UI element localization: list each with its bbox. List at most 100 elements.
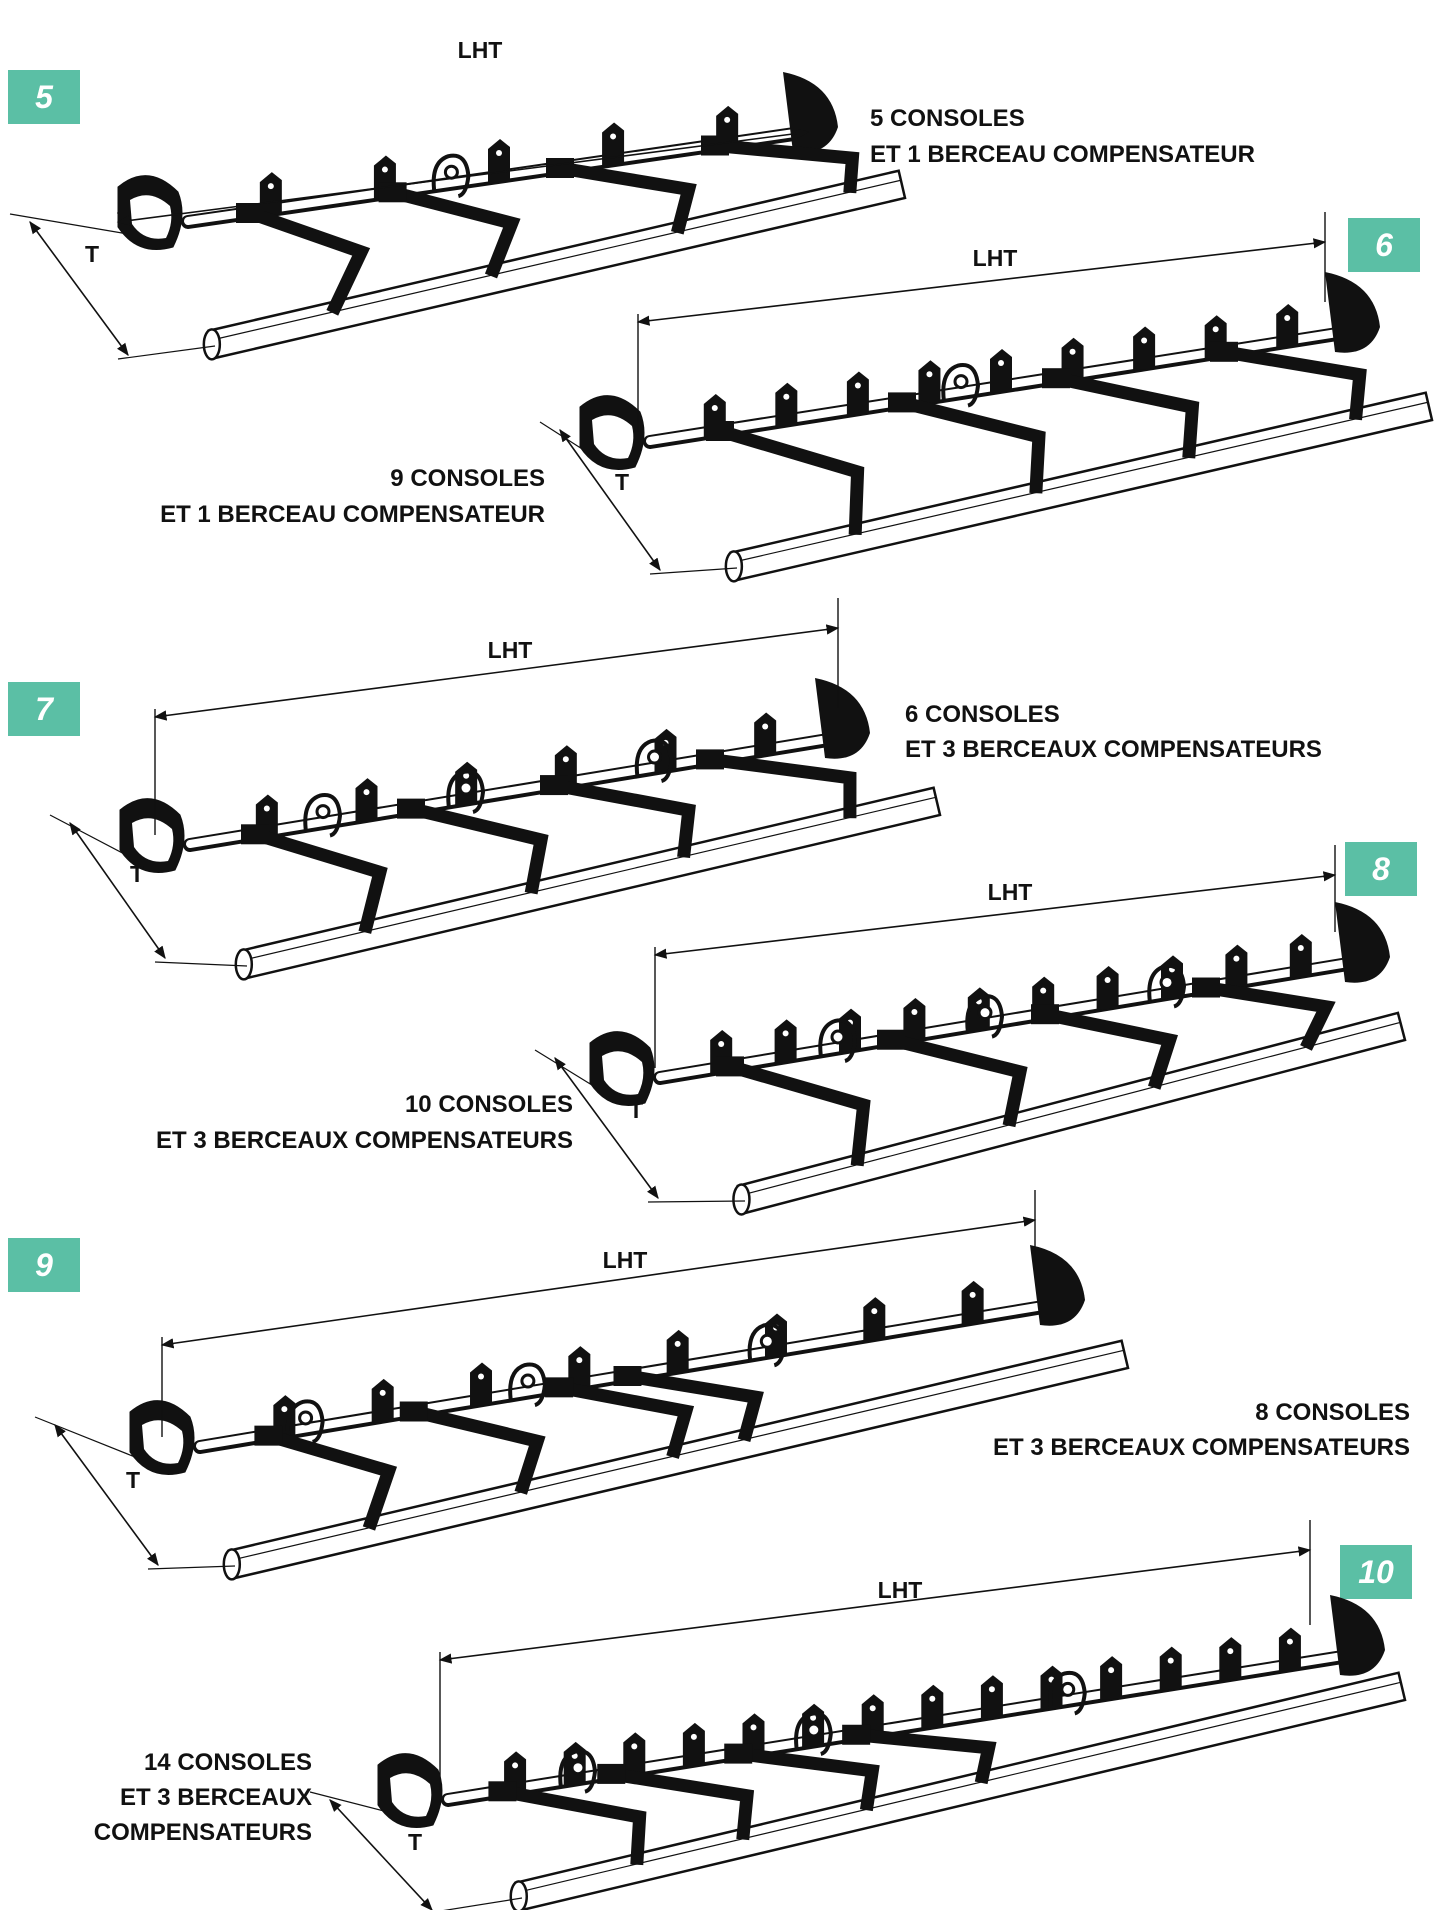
console-bolt: [512, 1762, 519, 1769]
console-bolt: [263, 805, 270, 812]
rail-end-cap: [724, 550, 744, 583]
rail-end-cap: [732, 1183, 751, 1216]
console-bracket: [1278, 1627, 1301, 1672]
arm-shoulder: [546, 158, 574, 178]
console-bracket: [682, 1722, 705, 1767]
arm-shoulder: [724, 1743, 753, 1764]
cradle-ring: [977, 1005, 993, 1021]
square-bar-face: [186, 733, 844, 848]
arm-shoulder: [241, 824, 269, 845]
console-bracket: [1096, 965, 1119, 1010]
folding-arm: [552, 778, 696, 859]
configuration-caption-line: 5 CONSOLES: [870, 105, 1025, 132]
folding-arm: [610, 1767, 755, 1841]
console-bracket: [371, 1378, 394, 1423]
cradle-ring: [520, 1373, 536, 1389]
figure-number: 9: [35, 1247, 53, 1283]
cradle-ring: [759, 1333, 775, 1349]
arm-shoulder: [1042, 368, 1070, 389]
folding-arm: [409, 802, 549, 895]
figure-number-badge: [1340, 1545, 1412, 1599]
t-dimension-line: [29, 220, 129, 357]
t-extension-top: [34, 1416, 141, 1460]
lht-dimension-line: [636, 238, 1327, 326]
compensating-cradle: [446, 769, 486, 814]
configuration-caption-line: ET 3 BERCEAUX COMPENSATEURS: [993, 1434, 1410, 1461]
configuration-caption-line: 9 CONSOLES: [390, 465, 545, 492]
arm-shoulder: [1210, 341, 1238, 362]
t-dimension-line: [69, 821, 166, 960]
folding-arm: [247, 206, 371, 316]
cradle-ring: [806, 1722, 822, 1738]
console-bolt: [631, 1743, 638, 1750]
console-bolt: [1284, 315, 1291, 322]
folding-arm: [1222, 345, 1367, 421]
configuration-caption-line: ET 3 BERCEAUX: [120, 1784, 312, 1811]
arm-shoulder: [613, 1366, 642, 1386]
console-bolt: [562, 756, 569, 763]
arm-shoulder: [399, 1401, 428, 1422]
console-bracket: [568, 1346, 591, 1391]
console-bracket: [980, 1675, 1003, 1720]
console-bracket: [1100, 1656, 1123, 1701]
lht-dimension-line: [160, 1216, 1037, 1349]
console-bolt: [267, 183, 274, 190]
console-bracket: [488, 139, 510, 183]
folding-arm: [900, 396, 1046, 494]
arm-shoulder: [842, 1724, 871, 1745]
console-bolt: [911, 1009, 918, 1016]
console-bolt: [1040, 987, 1047, 994]
lht-label: LHT: [488, 637, 533, 663]
console-bracket: [1219, 1637, 1242, 1682]
cradle-ring: [458, 780, 474, 796]
console-bracket: [1289, 933, 1312, 978]
t-extension-bottom: [647, 1200, 746, 1203]
configuration-caption-line: 14 CONSOLES: [144, 1749, 312, 1776]
console-bolt: [750, 1724, 757, 1731]
figure-number: 8: [1372, 851, 1390, 887]
console-bolt: [854, 382, 861, 389]
figure-number: 5: [35, 79, 54, 115]
compensating-cradle: [508, 1362, 547, 1407]
configuration-caption-line: COMPENSATEURS: [94, 1819, 312, 1846]
figure-number-badge: [1345, 842, 1417, 896]
t-label: T: [126, 1467, 140, 1493]
configuration-caption-line: ET 3 BERCEAUX COMPENSATEURS: [156, 1127, 573, 1154]
front-rail: [729, 391, 1434, 582]
configuration-caption-line: ET 1 BERCEAU COMPENSATEUR: [160, 501, 545, 528]
cradle-ring: [647, 749, 662, 765]
configuration-caption-line: 6 CONSOLES: [905, 701, 1060, 728]
compensating-cradle: [303, 793, 343, 838]
compensating-cradle: [818, 1018, 858, 1063]
arm-shoulder: [540, 775, 568, 796]
console-bracket: [846, 371, 869, 416]
console-bolt: [762, 723, 769, 730]
compensating-cradle: [1147, 963, 1187, 1009]
console-bolt: [929, 1695, 936, 1702]
cradle-ring: [570, 1760, 586, 1776]
cradle-ring: [443, 164, 459, 180]
console-bracket: [1133, 326, 1156, 371]
rail-end-cap: [234, 948, 254, 981]
t-extension-bottom: [154, 961, 248, 967]
compensating-cradle: [634, 738, 674, 783]
compensating-cradle: [794, 1711, 833, 1756]
console-bolt: [381, 166, 388, 173]
arm-shoulder: [488, 1781, 517, 1802]
console-bracket: [623, 1732, 646, 1777]
t-dimension-line: [559, 428, 661, 572]
console-bracket: [775, 382, 798, 427]
arm-shoulder: [888, 392, 916, 413]
compensating-cradle: [941, 363, 981, 408]
cradle-ring: [298, 1410, 314, 1426]
console-bolt: [782, 1030, 789, 1037]
cradle-ring: [315, 804, 331, 820]
cradle-ring: [1060, 1681, 1076, 1697]
console-bolt: [463, 772, 470, 779]
rail-end-cap: [202, 328, 222, 361]
figure-number: 10: [1358, 1554, 1394, 1590]
t-extension-top: [49, 814, 131, 858]
right-end-cap: [1330, 1595, 1385, 1676]
